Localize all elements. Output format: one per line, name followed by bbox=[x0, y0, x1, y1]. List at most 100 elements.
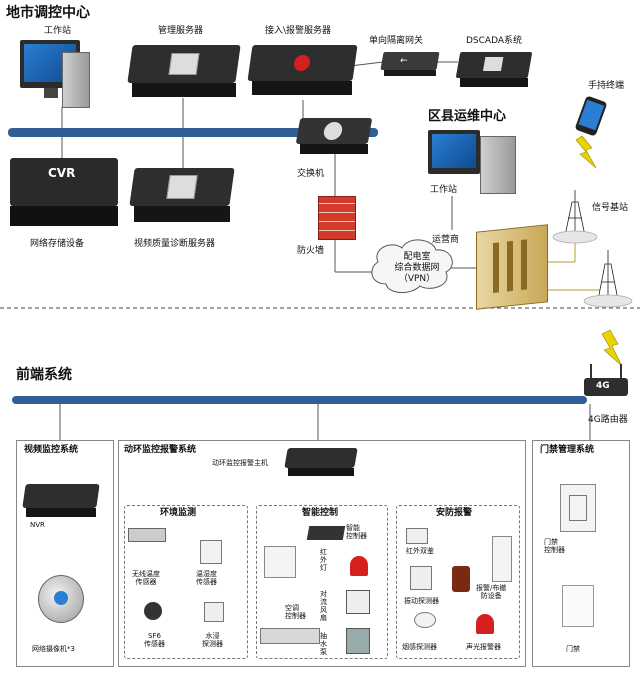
county-monitor-icon[interactable] bbox=[428, 130, 480, 174]
gateway-front bbox=[384, 70, 436, 76]
access-system-box bbox=[532, 440, 630, 667]
pump-icon[interactable] bbox=[346, 628, 370, 654]
env-host-label: 动环监控报警主机 bbox=[212, 459, 268, 467]
env-monitor-item-2: SF6 传感器 bbox=[144, 632, 165, 648]
security-group bbox=[396, 505, 520, 659]
alarm-server-front bbox=[252, 81, 352, 95]
handheld-label: 手持终端 bbox=[588, 81, 625, 91]
vibration-sensor-icon[interactable] bbox=[410, 566, 432, 590]
cvr-front bbox=[10, 206, 118, 226]
router-tag: 4G bbox=[596, 381, 610, 391]
antenna-icon bbox=[590, 364, 592, 378]
video-system-title: 视频监控系统 bbox=[24, 445, 79, 455]
top-backbone bbox=[8, 128, 378, 137]
bottom-section-title: 前端系统 bbox=[16, 367, 72, 383]
strobe-alarm-icon[interactable] bbox=[476, 614, 494, 634]
county-pc-tower-icon bbox=[480, 136, 516, 194]
dscada-server-icon[interactable] bbox=[455, 52, 533, 78]
storage-label: 网络存储设备 bbox=[30, 239, 85, 249]
water-sensor-icon[interactable] bbox=[204, 602, 224, 622]
alarm-panel-icon[interactable] bbox=[492, 536, 512, 582]
env-monitor-item-3: 水浸 探测器 bbox=[202, 632, 223, 648]
dscada-front bbox=[460, 78, 528, 87]
dscada-label: DSCADA系统 bbox=[466, 36, 523, 46]
router-icon[interactable]: 4G bbox=[584, 378, 628, 396]
bottom-backbone bbox=[12, 396, 587, 404]
lightning-icon-router bbox=[601, 329, 623, 367]
dome-camera-icon[interactable] bbox=[38, 575, 84, 623]
env-monitor-group bbox=[124, 505, 248, 659]
access-reader-label: 门禁 bbox=[566, 645, 580, 653]
county-workstation-label: 工作站 bbox=[430, 185, 458, 195]
fan-icon[interactable] bbox=[346, 590, 370, 614]
security-item-4: 声光报警器 bbox=[466, 643, 501, 651]
monitor-stand-icon bbox=[44, 88, 58, 98]
gateway-label: 单向隔离网关 bbox=[369, 36, 424, 46]
control-item-0: 智能 控制器 bbox=[346, 524, 367, 540]
control-item-2: 空调 控制器 bbox=[285, 604, 306, 620]
mgmt-server-label: 管理服务器 bbox=[158, 26, 204, 36]
server-icon[interactable] bbox=[127, 45, 241, 83]
diag-server-label: 视频质量诊断服务器 bbox=[134, 239, 216, 249]
access-controller-icon[interactable] bbox=[560, 484, 596, 532]
diag-server-icon[interactable] bbox=[129, 168, 235, 206]
base-station-label: 信号基站 bbox=[592, 203, 629, 213]
network-cloud-icon bbox=[371, 239, 453, 293]
security-item-0: 红外双鉴 bbox=[406, 547, 434, 555]
lightning-icon-top bbox=[575, 135, 597, 169]
operator-building-icon[interactable] bbox=[476, 224, 548, 310]
sf6-sensor-icon[interactable] bbox=[144, 602, 162, 620]
smart-controller-icon[interactable] bbox=[306, 526, 346, 540]
video-system-box bbox=[16, 440, 114, 667]
cvr-storage-icon[interactable]: CVR bbox=[10, 158, 118, 206]
control-item-4: 抽 水 泵 bbox=[320, 632, 327, 656]
ac-unit-icon[interactable] bbox=[260, 628, 320, 644]
top-section-title: 地市调控中心 bbox=[6, 5, 90, 21]
workstation-label: 工作站 bbox=[44, 26, 72, 36]
server-front bbox=[132, 83, 236, 97]
access-server-label: 接入\报警服务器 bbox=[265, 26, 332, 36]
switch-front bbox=[300, 144, 368, 154]
nvr-icon[interactable] bbox=[22, 484, 100, 508]
security-item-3: 烟感探测器 bbox=[402, 643, 437, 651]
env-host-front bbox=[288, 468, 354, 476]
env-system-box bbox=[118, 440, 526, 667]
card-reader-icon[interactable] bbox=[562, 585, 594, 627]
nvr-front bbox=[26, 508, 96, 517]
firewall-icon[interactable] bbox=[318, 196, 356, 240]
network-label: 配电室 综合数据网 （VPN） bbox=[394, 252, 440, 284]
control-item-1: 红 外 灯 bbox=[320, 548, 327, 572]
alarm-server-icon[interactable] bbox=[247, 45, 358, 81]
switch-icon[interactable] bbox=[295, 118, 373, 144]
env-monitor-item-1: 温湿度 传感器 bbox=[196, 570, 217, 586]
env-host-icon[interactable] bbox=[284, 448, 358, 468]
security-title: 安防报警 bbox=[436, 508, 473, 518]
switch-label: 交换机 bbox=[297, 169, 325, 179]
access-system-title: 门禁管理系统 bbox=[540, 445, 595, 455]
humidity-sensor-icon[interactable] bbox=[200, 540, 222, 564]
wireless-temp-sensor-icon[interactable] bbox=[128, 528, 166, 542]
camera-label: 网络摄像机*3 bbox=[32, 645, 75, 653]
signal-tower-icon bbox=[552, 190, 633, 308]
antenna-icon bbox=[620, 364, 622, 378]
county-center-title: 区县运维中心 bbox=[428, 109, 507, 124]
security-item-2: 报警/布撤 防设备 bbox=[476, 584, 507, 600]
infrared-lamp-icon[interactable] bbox=[350, 556, 368, 576]
access-controller-label: 门禁 控制器 bbox=[544, 538, 565, 554]
diag-server-front bbox=[134, 206, 230, 222]
operator-label: 运营商 bbox=[432, 235, 460, 245]
control-title: 智能控制 bbox=[302, 508, 339, 518]
firewall-label: 防火墙 bbox=[297, 246, 325, 256]
pc-tower-icon bbox=[62, 52, 90, 108]
security-item-1: 振动探测器 bbox=[404, 597, 439, 605]
ac-panel-icon[interactable] bbox=[264, 546, 296, 578]
gateway-icon[interactable]: ← bbox=[380, 52, 440, 70]
smoke-detector-icon[interactable] bbox=[414, 612, 436, 628]
router-label: 4G路由器 bbox=[588, 415, 628, 425]
dual-sensor-icon[interactable] bbox=[406, 528, 428, 544]
cvr-text: CVR bbox=[48, 166, 76, 180]
env-system-title: 动环监控报警系统 bbox=[124, 445, 197, 455]
remote-icon[interactable] bbox=[452, 566, 470, 592]
control-group bbox=[256, 505, 388, 659]
arrow-left-icon: ← bbox=[399, 56, 409, 66]
